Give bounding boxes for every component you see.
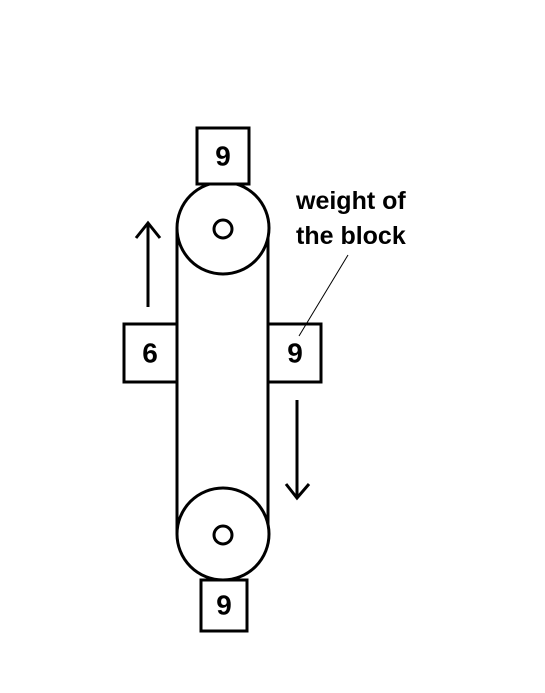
block-left-box bbox=[122, 322, 179, 384]
block-left: 6 bbox=[122, 322, 179, 384]
block-bottom: 6 bbox=[199, 578, 249, 633]
arrow-down-icon bbox=[284, 400, 311, 501]
annotation: weight of the block bbox=[295, 187, 406, 337]
block-right-box bbox=[266, 322, 323, 384]
bottom-pulley bbox=[175, 486, 271, 582]
block-left-label: 6 bbox=[142, 338, 158, 369]
block-bottom-box bbox=[199, 578, 249, 633]
top-pulley bbox=[175, 180, 271, 276]
annotation-line-2: the block bbox=[296, 222, 406, 250]
annotation-line-1: weight of bbox=[295, 187, 406, 215]
annotation-leader-line bbox=[298, 254, 349, 337]
top-pulley-axle bbox=[212, 218, 234, 240]
block-top: 6 bbox=[195, 126, 251, 186]
block-top-box bbox=[195, 126, 251, 186]
block-bottom-label: 6 bbox=[216, 590, 232, 621]
block-top-label: 6 bbox=[215, 141, 231, 172]
block-right: 9 bbox=[266, 322, 323, 384]
block-right-label: 9 bbox=[287, 338, 303, 369]
arrow-up-icon bbox=[134, 220, 162, 307]
bottom-pulley-axle bbox=[212, 524, 234, 546]
